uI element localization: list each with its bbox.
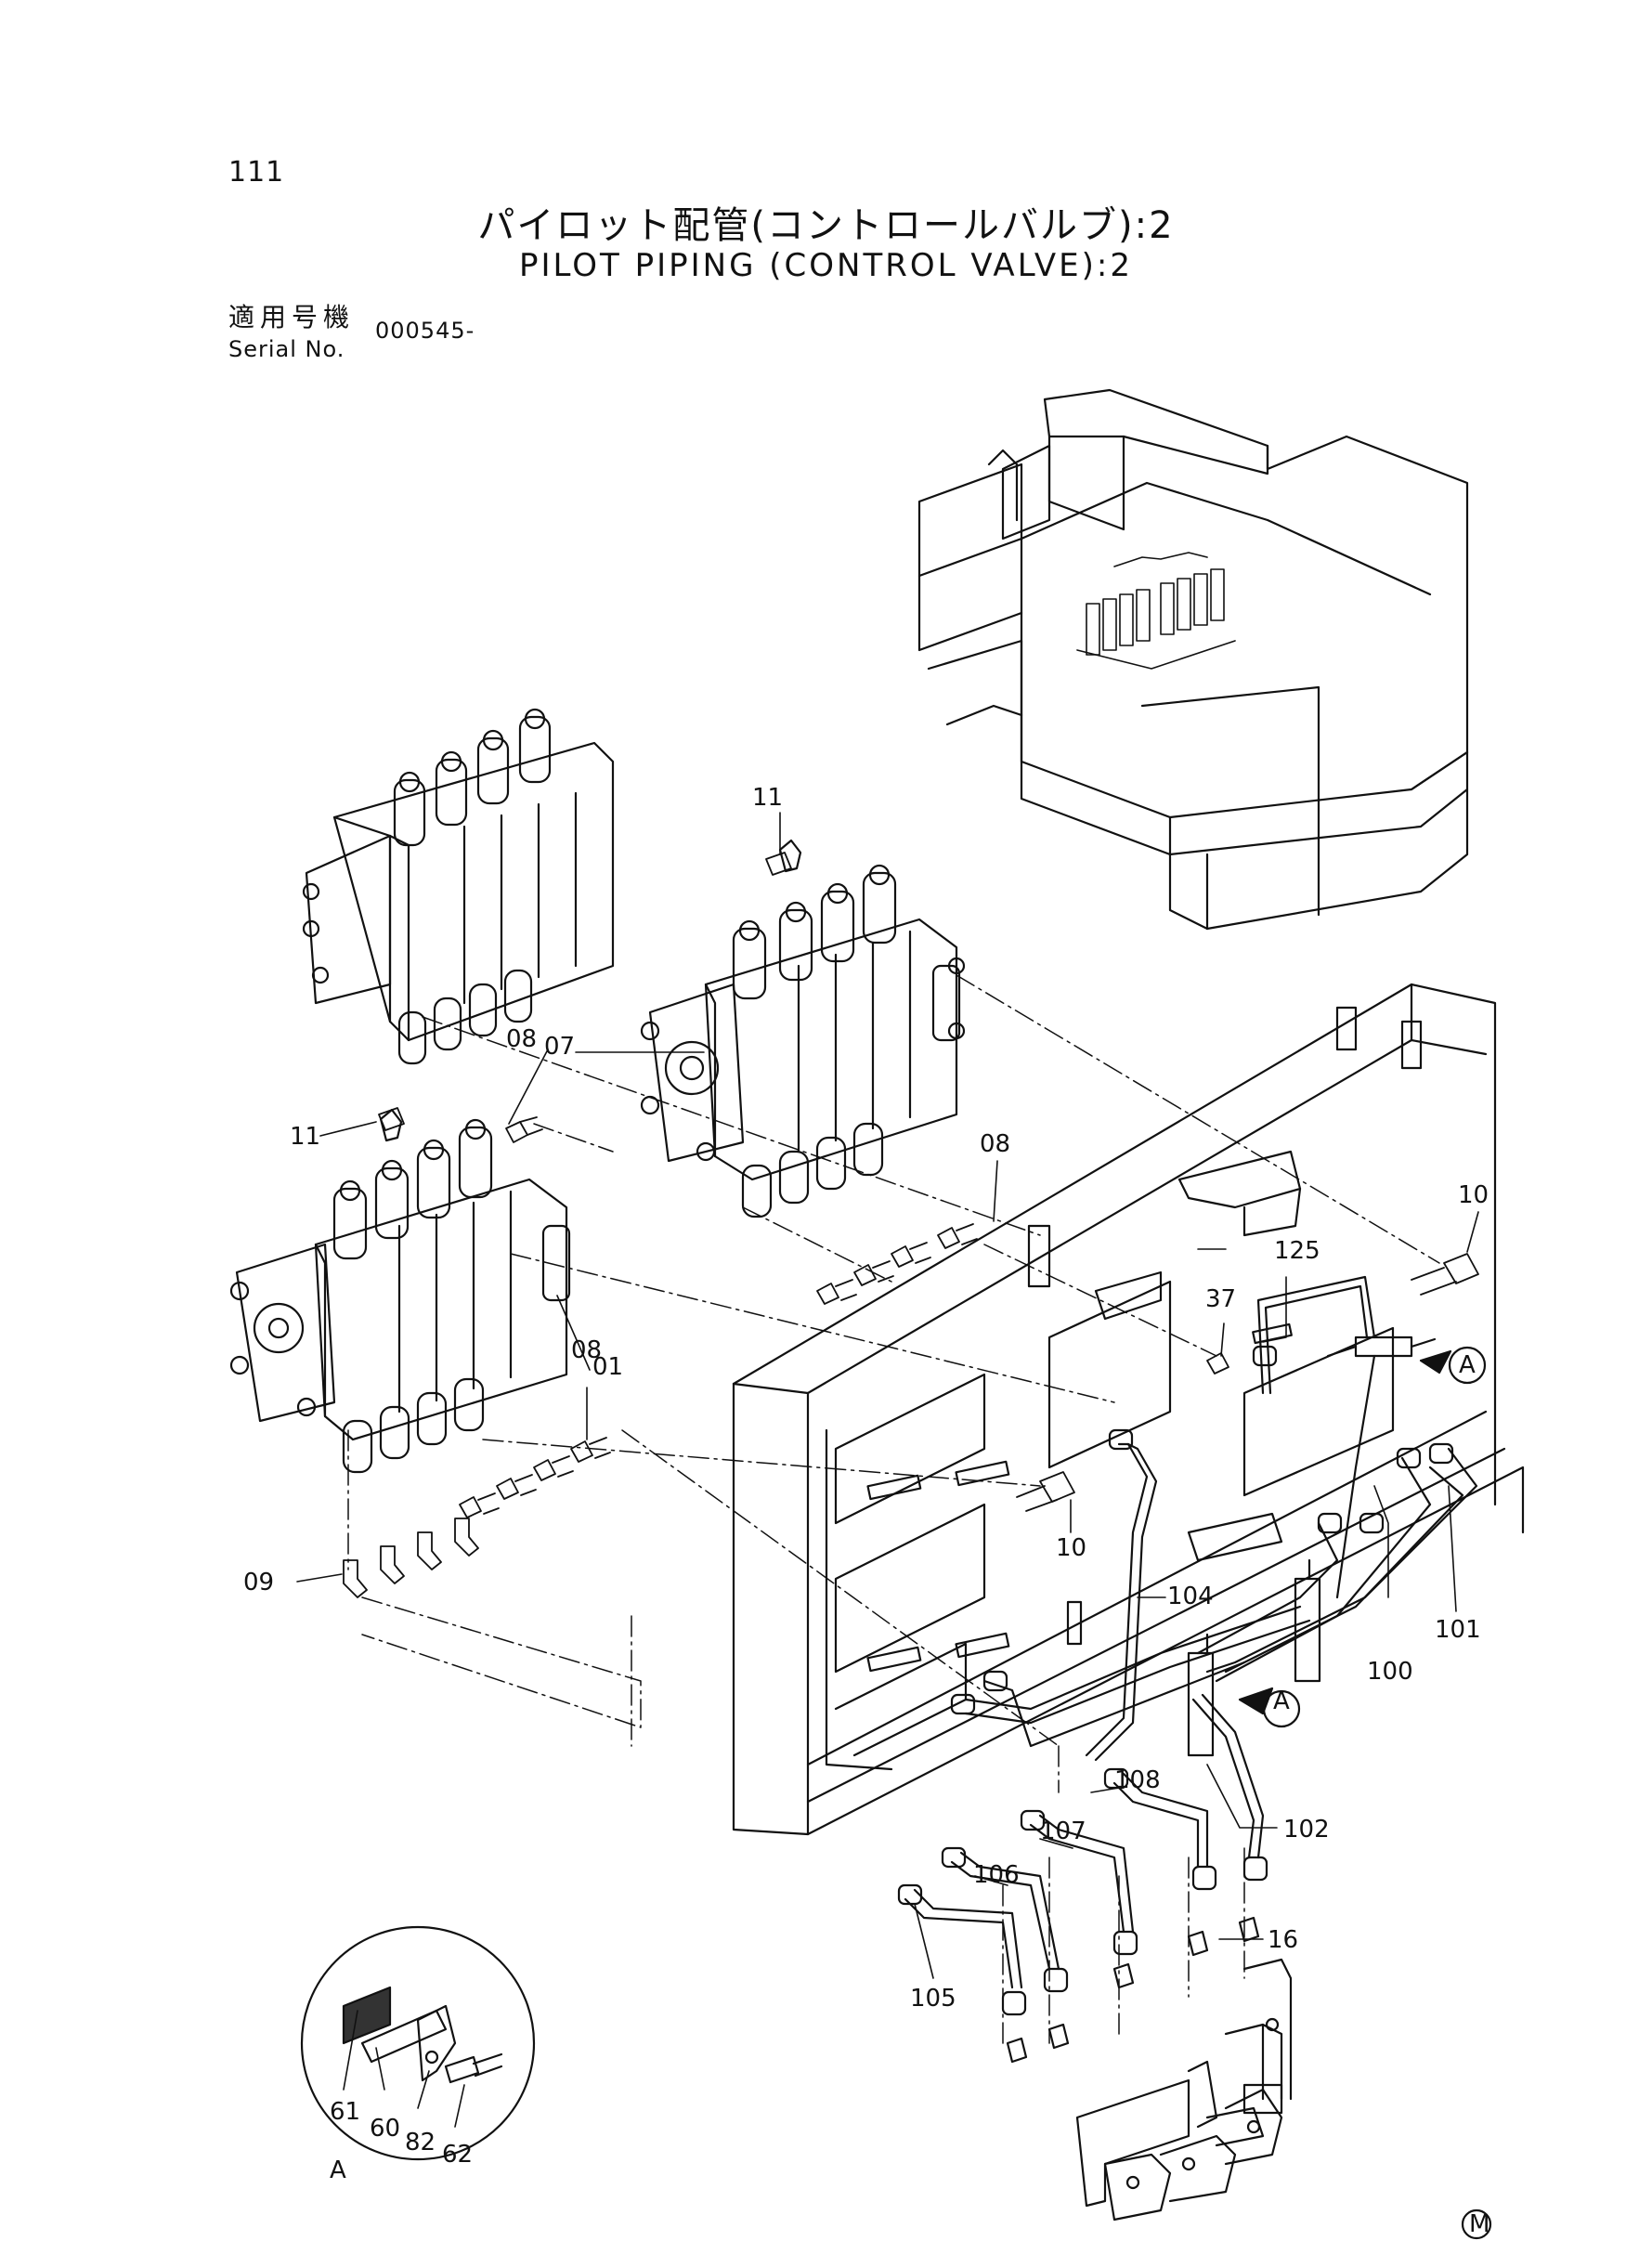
- serial-number-value: 000545-: [375, 318, 475, 344]
- callout-01: 01: [592, 1353, 623, 1381]
- control-valve-07-illustration: [640, 839, 966, 1218]
- serial-label-english: Serial No.: [228, 336, 345, 362]
- control-valve-rear-illustration: [302, 708, 615, 1065]
- detail-view-a: [300, 1925, 536, 2161]
- page-title-english: PILOT PIPING (CONTROL VALVE):2: [519, 247, 1133, 284]
- callout-82: 82: [405, 2129, 436, 2156]
- fittings-illustration: [343, 852, 1479, 1598]
- machine-body-illustration: [917, 388, 1469, 931]
- callout-10-center: 10: [1056, 1534, 1086, 1562]
- callout-125: 125: [1274, 1237, 1320, 1265]
- callout-11-lower: 11: [290, 1123, 320, 1151]
- center-lines-illustration: [347, 974, 1440, 2044]
- view-arrows: [1238, 1346, 1492, 2240]
- callout-07: 07: [544, 1033, 575, 1061]
- callout-106: 106: [973, 1861, 1020, 1889]
- callout-16: 16: [1268, 1926, 1298, 1954]
- callout-09: 09: [243, 1569, 274, 1596]
- pilot-pipes-illustration: [897, 1275, 1478, 2016]
- callout-100: 100: [1367, 1658, 1413, 1686]
- callout-108: 108: [1114, 1766, 1161, 1794]
- callout-102: 102: [1283, 1816, 1330, 1844]
- base-frame-illustration: [732, 983, 1525, 1836]
- page-number: 111: [228, 156, 285, 189]
- view-a-label-lower: A: [1273, 1687, 1290, 1715]
- leader-lines: [296, 812, 1479, 2128]
- callout-08-lower: 08: [571, 1336, 602, 1364]
- callout-62: 62: [442, 2141, 473, 2169]
- callout-37: 37: [1205, 1285, 1236, 1313]
- callout-61: 61: [330, 2098, 360, 2126]
- callout-107: 107: [1040, 1818, 1086, 1845]
- callout-08-upper: 08: [506, 1025, 537, 1053]
- callout-104: 104: [1167, 1583, 1214, 1610]
- serial-label-japanese: 適用号機: [228, 302, 356, 332]
- callout-11-upper: 11: [752, 784, 783, 812]
- callout-101: 101: [1435, 1616, 1481, 1644]
- callout-08-middle: 08: [980, 1130, 1010, 1158]
- callout-10-right: 10: [1458, 1181, 1489, 1209]
- view-a-label-upper: A: [1459, 1351, 1476, 1379]
- callout-60: 60: [370, 2115, 400, 2143]
- detail-a-label: A: [330, 2156, 346, 2184]
- callout-105: 105: [910, 1985, 956, 2013]
- lower-valve-blocks-illustration: [1006, 1916, 1293, 2221]
- page-title-japanese: パイロット配管(コントロールバルブ):2: [477, 204, 1175, 247]
- control-valve-01-illustration: [229, 1108, 571, 1474]
- m-mark: M: [1469, 2210, 1489, 2238]
